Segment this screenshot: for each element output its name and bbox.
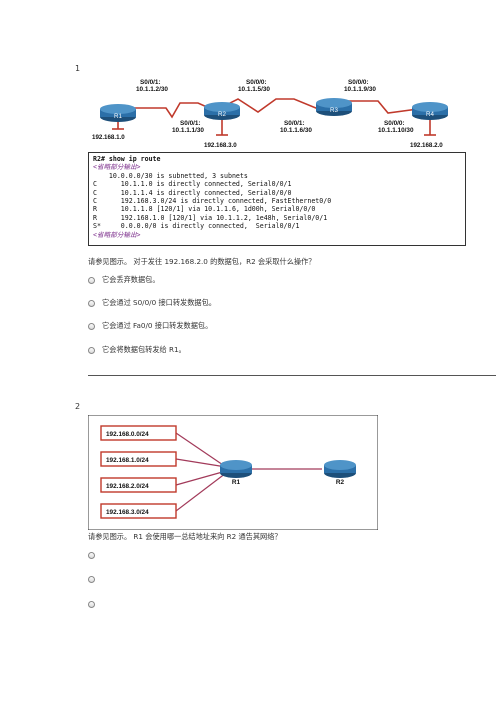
router-r4-icon: R4 [412,102,448,120]
q2-network-diagram: 192.168.0.0/24 192.168.1.0/24 192.168.2.… [88,415,378,530]
router-r1-icon [220,460,252,478]
radio-button[interactable] [88,551,95,559]
r2-right-ip: 10.1.1.5/30 [238,86,270,93]
r3-left-if: S0/0/1: [284,120,305,127]
q2-option-1[interactable] [88,550,102,560]
q1-option-4[interactable]: 它会将数据包转发给 R1。 [88,345,186,355]
cli-line: 10.0.0.0/30 is subnetted, 3 subnets [93,171,248,180]
question-1-text: 请参见图示。 对于发往 192.168.2.0 的数据包，R2 会采取什么操作？ [88,257,316,266]
radio-button[interactable] [88,600,95,608]
r1-serial-if: S0/0/1: [140,79,161,86]
question-2-number: 2 [75,402,81,411]
r4-serial-if: S0/0/0: [384,120,405,127]
q1-option-3[interactable]: 它会通过 Fa0/0 接口转发数据包。 [88,321,212,331]
network-box: 192.168.2.0/24 [100,477,177,493]
cli-line: <省略部分输出> [93,163,141,172]
r2-label: R2 [218,111,226,118]
cli-line: C 192.168.3.0/24 is directly connected, … [93,197,332,206]
question-1-number: 1 [75,64,81,73]
router-r2-icon [324,460,356,478]
option-label: 它会通过 S0/0/0 接口转发数据包。 [102,298,216,307]
option-label: 它会将数据包转发给 R1。 [102,345,186,354]
cli-line: R 10.1.1.8 [120/1] via 10.1.1.6, 1d00h, … [93,205,316,214]
cli-line: S* 0.0.0.0/0 is directly connected, Seri… [93,222,300,231]
radio-button[interactable] [88,346,95,354]
radio-button[interactable] [88,299,95,307]
r4-serial-ip: 10.1.1.10/30 [378,127,414,134]
network-box: 192.168.1.0/24 [100,451,177,467]
r2-left-if: S0/0/1: [180,120,201,127]
r2-right-if: S0/0/0: [246,79,267,86]
r4-lan-label: 192.168.2.0 [410,142,443,149]
r1-serial-ip: 10.1.1.2/30 [136,86,168,93]
router-r1-icon: R1 [100,104,136,122]
r1-lan-label: 192.168.1.0 [92,134,125,141]
cli-line: C 10.1.1.0 is directly connected, Serial… [93,180,292,189]
q2-option-3[interactable] [88,599,102,609]
r1-label: R1 [232,479,241,486]
network-links [175,432,322,512]
network-label: 192.168.3.0/24 [106,509,149,516]
r2-label: R2 [336,479,345,486]
network-label: 192.168.1.0/24 [106,457,149,464]
router-r3-icon: R3 [316,98,352,116]
question-divider [88,375,496,376]
serial-links [118,98,434,119]
r3-right-ip: 10.1.1.9/30 [344,86,376,93]
cli-line: R 192.168.1.0 [120/1] via 10.1.1.2, 1e48… [93,213,328,222]
r4-label: R4 [426,111,434,118]
network-label: 192.168.2.0/24 [106,483,149,490]
question-2-text: 请参见图示。 R1 会使用哪一总结地址来向 R2 通告其网络？ [88,532,282,541]
q1-option-2[interactable]: 它会通过 S0/0/0 接口转发数据包。 [88,298,216,308]
network-label: 192.168.0.0/24 [106,431,149,438]
option-label: 它会通过 Fa0/0 接口转发数据包。 [102,321,213,330]
cli-line: R2# show ip route [93,155,161,163]
cli-line: <省略部分输出> [93,230,141,239]
radio-button[interactable] [88,276,95,284]
cli-line: C 10.1.1.4 is directly connected, Serial… [93,188,292,197]
network-box: 192.168.0.0/24 [100,425,177,441]
r2-lan-label: 192.168.3.0 [204,142,237,149]
q2-option-2[interactable] [88,574,102,584]
router-r2-icon: R2 [204,102,240,120]
radio-button[interactable] [88,575,95,583]
network-box: 192.168.3.0/24 [100,503,177,519]
r3-left-ip: 10.1.1.6/30 [280,127,312,134]
r1-label: R1 [114,113,122,120]
radio-button[interactable] [88,322,95,330]
option-label: 它会丢弃数据包。 [102,275,160,284]
r3-right-if: S0/0/0: [348,79,369,86]
q1-network-diagram: R1 R2 R3 R4 S0/0/1: 10.1.1.2/30 S0/0/0: … [92,79,448,149]
r3-label: R3 [330,107,338,114]
routing-table-output: R2# show ip route <省略部分输出> 10.0.0.0/30 i… [88,152,466,246]
q1-option-1[interactable]: 它会丢弃数据包。 [88,275,160,285]
r2-left-ip: 10.1.1.1/30 [172,127,204,134]
